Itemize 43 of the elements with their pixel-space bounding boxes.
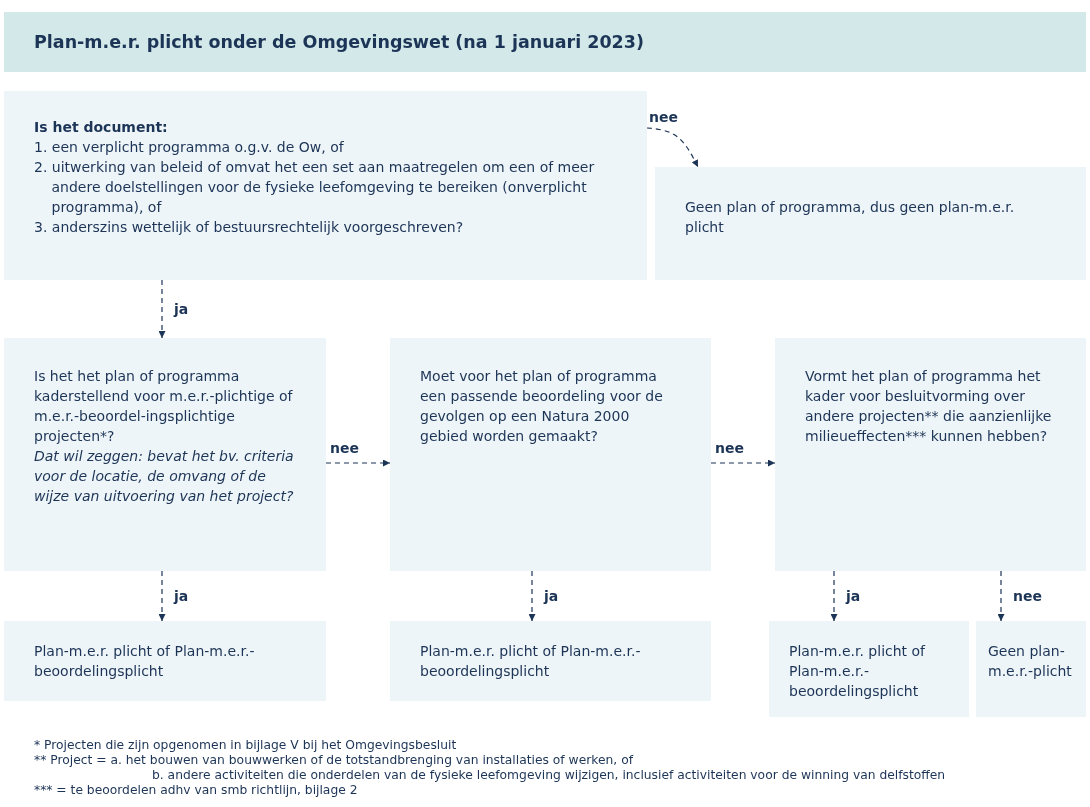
list-item: 3. anderszins wettelijk of bestuursrechtelijk voorgeschreven? bbox=[34, 218, 465, 237]
arrow bbox=[325, 459, 391, 467]
arrow bbox=[830, 570, 838, 622]
edge-label: ja bbox=[174, 588, 189, 604]
footnote: ** Project = a. het bouwen van bouwwerken of de totstandbrenging van installaties of werken, of bbox=[34, 753, 633, 768]
list-item: 2. uitwerking van beleid of omvat het een set aan maatregelen om een of meer andere doelstellingen voor de fysieke leefomgeving te bereiken (onverplicht programma), of bbox=[34, 158, 596, 217]
process-box bbox=[769, 621, 969, 717]
arrow bbox=[710, 459, 776, 467]
explanation-text: Dat wil zeggen: bevat het bv. criteria voor de locatie, de omvang of de wijze van uitvoering van het project? bbox=[34, 447, 295, 506]
box-text: Plan-m.e.r. plicht of Plan-m.e.r.-beoordelingsplicht bbox=[789, 642, 927, 701]
footnote: b. andere activiteiten die onderdelen van de fysieke leefomgeving wijzigen, inclusief activiteiten voor de winning van delfstoffen bbox=[152, 768, 946, 783]
list-item: 1. een verplicht programma o.g.v. de Ow, of bbox=[34, 138, 345, 157]
arrow bbox=[528, 570, 536, 622]
edge-label: ja bbox=[174, 301, 189, 317]
box-heading: Is het document: bbox=[34, 118, 169, 137]
process-box bbox=[4, 338, 326, 571]
edge-label: nee bbox=[715, 440, 744, 456]
box-text: Moet voor het plan of programma een passende beoordeling voor de gevolgen op een Natura 2000 gebied worden gemaakt? bbox=[420, 367, 664, 446]
arrow bbox=[158, 570, 166, 622]
process-box bbox=[655, 167, 1086, 280]
footnote: *** = te beoordelen adhv van smb richtlijn, bijlage 2 bbox=[34, 783, 358, 798]
box-text: Plan-m.e.r. plicht of Plan-m.e.r.-beoordelingsplicht bbox=[420, 642, 642, 681]
process-box bbox=[390, 338, 711, 571]
process-box bbox=[976, 621, 1086, 717]
process-box bbox=[4, 91, 647, 280]
arrow bbox=[646, 127, 699, 168]
edge-label: ja bbox=[846, 588, 861, 604]
edge-label: nee bbox=[330, 440, 359, 456]
box-text: Geen plan-m.e.r.-plicht bbox=[988, 642, 1073, 681]
edge-label: nee bbox=[1013, 588, 1042, 604]
footnote: * Projecten die zijn opgenomen in bijlage V bij het Omgevingsbesluit bbox=[34, 738, 457, 753]
box-text: Is het het plan of programma kaderstellend voor m.e.r.-plichtige of m.e.r.-beoordel-ingsplichtige projecten*? bbox=[34, 367, 294, 446]
process-box bbox=[4, 621, 326, 701]
process-box bbox=[390, 621, 711, 701]
arrow bbox=[158, 279, 166, 339]
edge-label: ja bbox=[544, 588, 559, 604]
edge-label: nee bbox=[649, 109, 678, 125]
title: Plan-m.e.r. plicht onder de Omgevingswet (na 1 januari 2023) bbox=[34, 32, 644, 52]
box-text: Vormt het plan of programma het kader voor besluitvorming over andere projecten** die aanzienlijke milieueffecten*** kunnen hebben? bbox=[805, 367, 1053, 446]
box-text: Geen plan of programma, dus geen plan-m.e.r. plicht bbox=[685, 198, 1016, 237]
box-text: Plan-m.e.r. plicht of Plan-m.e.r.-beoordelingsplicht bbox=[34, 642, 256, 681]
arrow bbox=[997, 570, 1005, 622]
process-box bbox=[775, 338, 1086, 571]
